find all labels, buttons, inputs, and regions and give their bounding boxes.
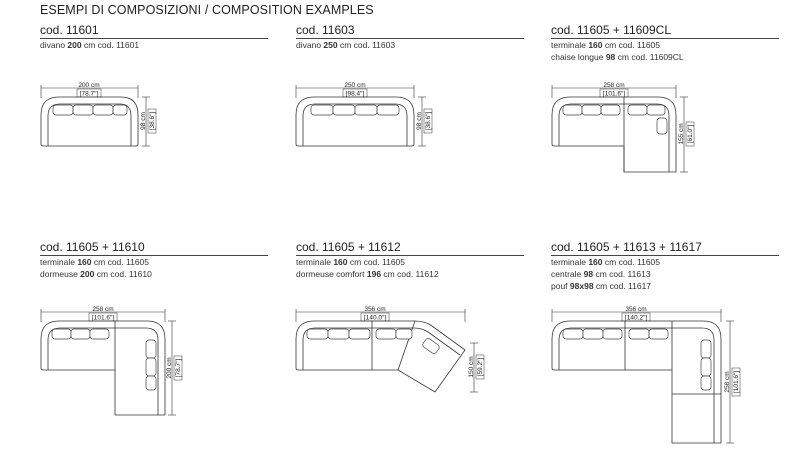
composition-code: cod. 11605 + 11612 bbox=[296, 240, 524, 256]
sofa-outline bbox=[40, 96, 139, 147]
composition-line: terminale 160 cm cod. 11605 bbox=[551, 40, 661, 50]
depth-dimension: 98 cm [38.6"] bbox=[416, 96, 433, 147]
cushion-row bbox=[562, 104, 668, 135]
depth-inch: [101.6"] bbox=[733, 371, 740, 393]
depth-dimension: 200 cm [78.7"] bbox=[166, 320, 183, 416]
depth-label: 150 cm bbox=[468, 356, 475, 377]
composition-line: terminale 160 cm cod. 11605 bbox=[296, 257, 406, 267]
cushion-row bbox=[562, 328, 712, 391]
sofa-outline bbox=[295, 96, 415, 147]
composition-line: chaise longue 98 cm cod. 11609CL bbox=[551, 52, 684, 62]
sofa-outline bbox=[551, 96, 677, 173]
composition-11601: cod. 11601 divano 200 cm cod. 11601 bbox=[40, 23, 270, 51]
width-inch: [98.4"] bbox=[346, 91, 365, 98]
width-inch: [101.6"] bbox=[92, 315, 114, 322]
composition-code: cod. 11605 + 11609CL bbox=[551, 23, 779, 39]
composition-line: dormeuse 200 cm cod. 11610 bbox=[40, 269, 152, 279]
sofa-outline bbox=[40, 320, 166, 416]
composition-code: cod. 11601 bbox=[40, 23, 268, 39]
composition-line: divano 200 cm cod. 11601 bbox=[40, 40, 140, 50]
composition-11605-11609cl: cod. 11605 + 11609CL terminale 160 cm co… bbox=[551, 23, 781, 63]
depth-inch: [38.6"] bbox=[425, 112, 432, 131]
composition-11605-11610: cod. 11605 + 11610 terminale 160 cm cod.… bbox=[40, 240, 270, 280]
depth-label: 98 cm bbox=[140, 112, 147, 130]
depth-dimension: 98 cm [38.6"] bbox=[140, 96, 157, 147]
width-inch: [140.2"] bbox=[625, 315, 647, 322]
width-dimension: 258 cm [101.6"] bbox=[40, 306, 166, 322]
composition-11605-11612: cod. 11605 + 11612 terminale 160 cm cod.… bbox=[296, 240, 526, 280]
width-inch: [78.7"] bbox=[80, 91, 99, 98]
depth-inch: [59.2"] bbox=[477, 358, 484, 377]
depth-dimension: 155 cm [61.0"] bbox=[678, 96, 695, 173]
cushion-row bbox=[306, 328, 440, 354]
composition-line: dormeuse comfort 196 cm cod. 11612 bbox=[296, 269, 439, 279]
composition-line: pouf 98x98 cm cod. 11617 bbox=[551, 281, 652, 291]
depth-inch: [61.0"] bbox=[687, 125, 694, 144]
depth-label: 200 cm bbox=[166, 357, 173, 378]
width-inch: [140.0"] bbox=[364, 315, 386, 322]
depth-label: 98 cm bbox=[416, 112, 423, 130]
width-label: 250 cm bbox=[344, 82, 365, 89]
composition-code: cod. 11605 + 11613 + 11617 bbox=[551, 240, 779, 256]
width-dimension: 356 cm [140.2"] bbox=[551, 306, 722, 322]
depth-inch: [38.6"] bbox=[149, 112, 156, 131]
cushion-row bbox=[310, 104, 400, 116]
width-dimension: 258 cm [101.6"] bbox=[551, 82, 677, 98]
width-label: 200 cm bbox=[78, 82, 99, 89]
composition-code: cod. 11603 bbox=[296, 23, 524, 39]
composition-line: divano 250 cm cod. 11603 bbox=[296, 40, 396, 50]
sofa-outline bbox=[551, 320, 722, 444]
width-dimension: 250 cm [98.4"] bbox=[295, 82, 415, 98]
sofa-outline bbox=[295, 320, 466, 393]
composition-line: terminale 160 cm cod. 11605 bbox=[551, 257, 661, 267]
composition-line: terminale 160 cm cod. 11605 bbox=[40, 257, 150, 267]
width-label: 356 cm bbox=[625, 306, 646, 313]
width-label: 258 cm bbox=[92, 306, 113, 313]
width-label: 356 cm bbox=[364, 306, 385, 313]
cushion-row bbox=[51, 328, 157, 391]
depth-inch: [78.7"] bbox=[175, 359, 182, 378]
composition-line: centrale 98 cm cod. 11613 bbox=[551, 269, 651, 279]
composition-11605-11613-11617: cod. 11605 + 11613 + 11617 terminale 160… bbox=[551, 240, 781, 292]
width-label: 258 cm bbox=[603, 82, 624, 89]
width-inch: [101.6"] bbox=[603, 91, 625, 98]
composition-11603: cod. 11603 divano 250 cm cod. 11603 bbox=[296, 23, 526, 51]
depth-dimension: 150 cm [59.2"] bbox=[468, 342, 485, 393]
depth-label: 155 cm bbox=[678, 123, 685, 144]
page-title: ESEMPI DI COMPOSIZIONI / COMPOSITION EXA… bbox=[40, 3, 374, 17]
composition-code: cod. 11605 + 11610 bbox=[40, 240, 268, 256]
depth-dimension: 258 cm [101.6"] bbox=[724, 320, 741, 444]
depth-label: 258 cm bbox=[724, 371, 731, 392]
cushion-row bbox=[52, 104, 128, 116]
